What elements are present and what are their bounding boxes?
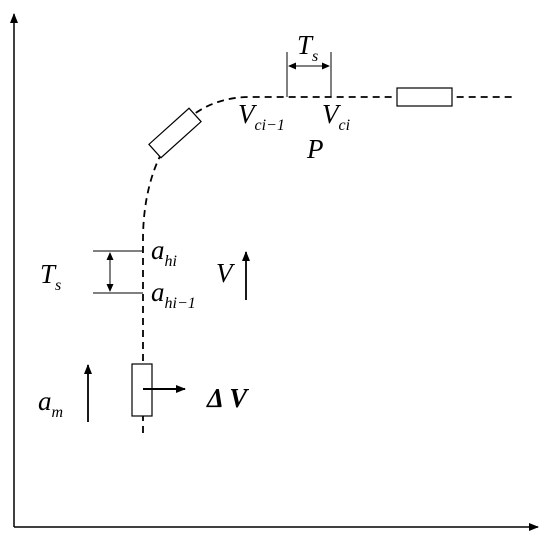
ts-left-label: Ts xyxy=(40,259,61,294)
delta-v-label: Δ V xyxy=(206,383,249,413)
v-ci-label: Vci xyxy=(322,99,350,134)
vehicle-curve xyxy=(148,107,202,159)
vehicle-top xyxy=(396,87,453,107)
a-hi-label: ahi xyxy=(151,235,177,270)
a-m-label: am xyxy=(38,386,63,421)
v-ci-prev-label: Vci−1 xyxy=(238,99,285,134)
a-hi-prev-label: ahi−1 xyxy=(151,277,196,312)
p-label: P xyxy=(306,134,324,164)
v-label: V xyxy=(216,258,236,288)
ts-top-label: Ts xyxy=(297,30,318,65)
vehicle-path xyxy=(142,96,515,433)
